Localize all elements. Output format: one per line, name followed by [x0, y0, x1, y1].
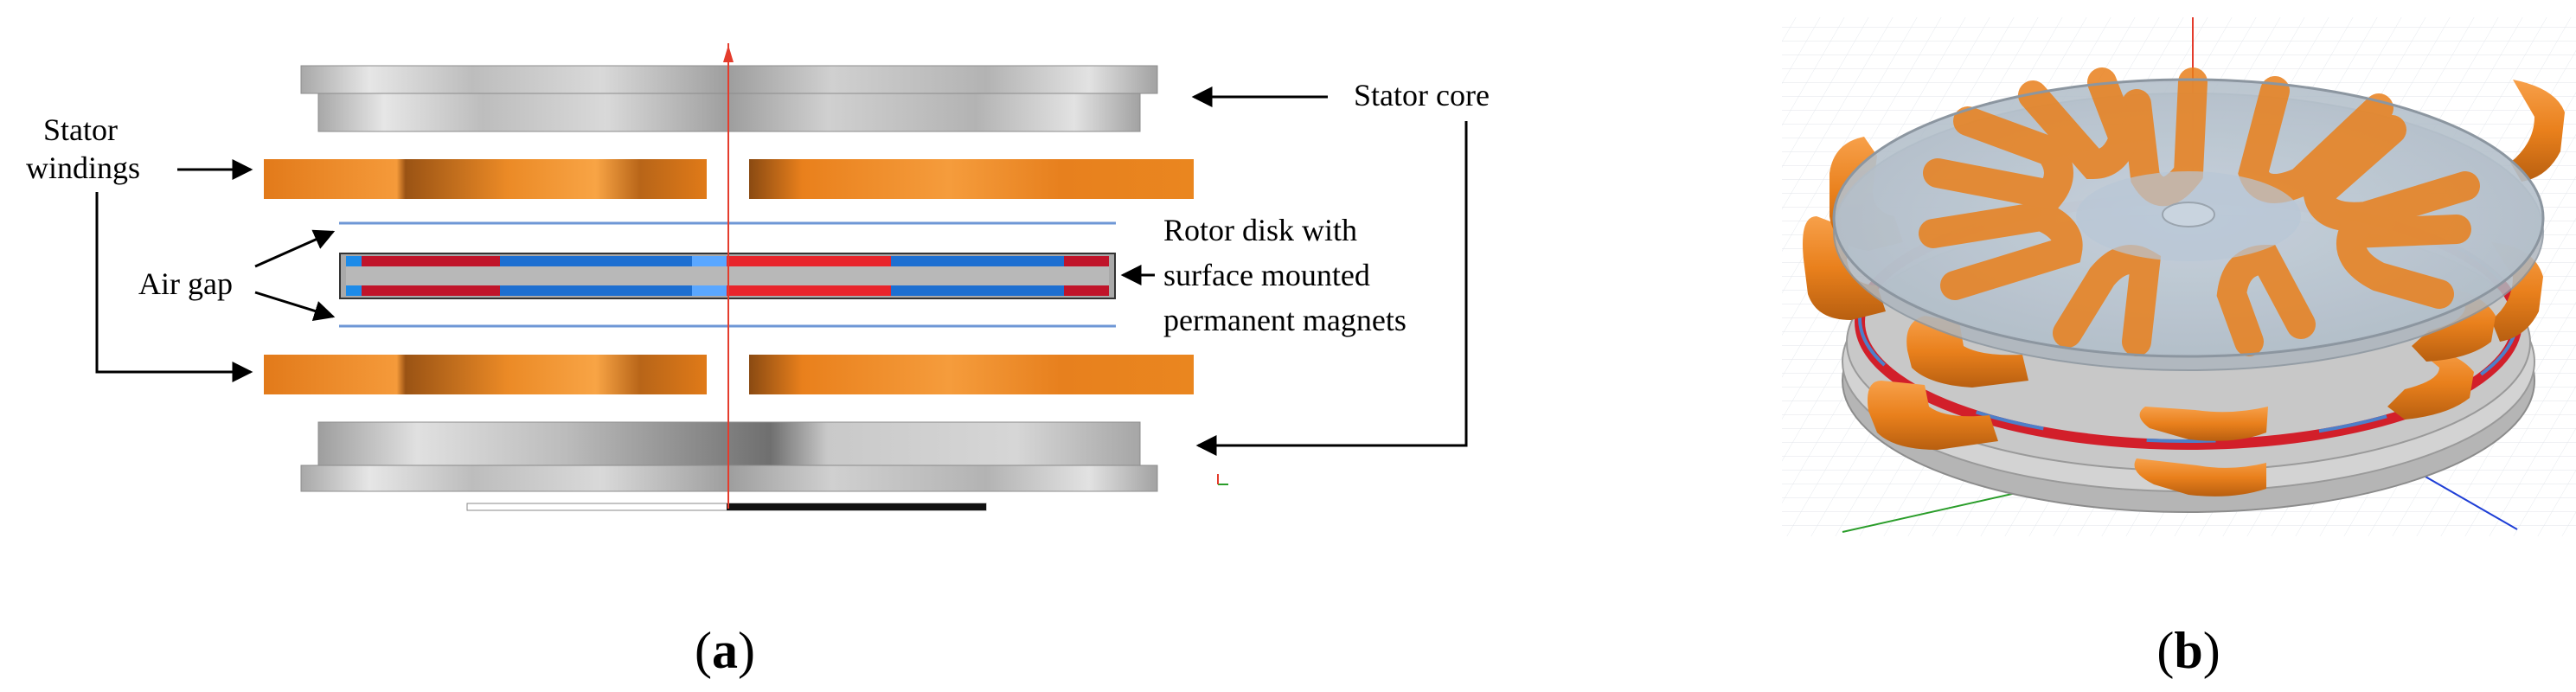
- arrow-air-gap-top: [254, 229, 336, 268]
- panel-a-cross-section: Stator core Stator windings Air gap Roto…: [26, 43, 1490, 679]
- caption-b: (b): [2156, 622, 2220, 679]
- caption-a: (a): [695, 622, 755, 679]
- panel-b-3d-view: (b): [1782, 17, 2576, 679]
- label-stator-core: Stator core: [1354, 78, 1490, 112]
- label-rotor-line3: permanent magnets: [1163, 303, 1407, 337]
- label-air-gap: Air gap: [138, 266, 233, 301]
- arrow-air-gap-bottom: [254, 291, 336, 322]
- arrow-stator-winding-bottom: [95, 192, 253, 382]
- label-rotor-line2: surface mounted: [1163, 258, 1370, 292]
- coordinate-triad-icon: [1217, 474, 1228, 485]
- label-stator-windings-line2: windings: [26, 151, 140, 185]
- stator-winding-bottom: [264, 355, 1194, 394]
- central-hub: [2076, 171, 2301, 261]
- arrow-stator-core-bottom: [1195, 121, 1468, 456]
- base-bar: [466, 503, 987, 511]
- label-rotor-line1: Rotor disk with: [1163, 213, 1357, 247]
- top-disk-rim: [1832, 78, 2545, 358]
- rotation-axis: [723, 43, 734, 509]
- stator-winding-top: [264, 159, 1194, 199]
- label-stator-windings-line1: Stator: [43, 112, 118, 147]
